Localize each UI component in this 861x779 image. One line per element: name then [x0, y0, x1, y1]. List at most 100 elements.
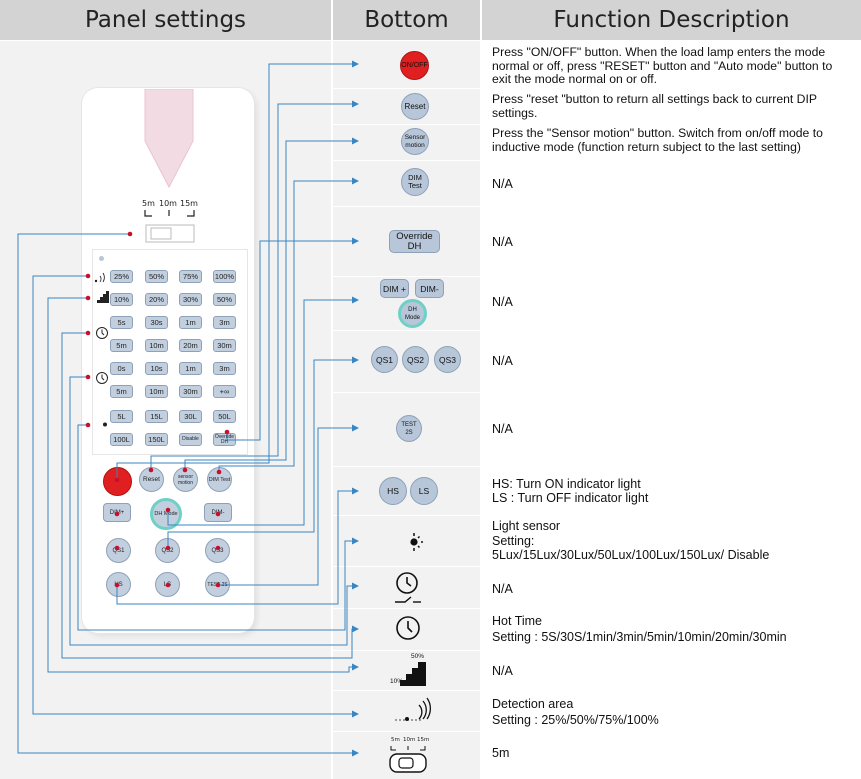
- dip-button-row4-1[interactable]: 10m: [145, 339, 168, 352]
- desc-hs: HS: Turn ON indicator light: [492, 477, 641, 491]
- dip-button-row8-3[interactable]: Override DH: [213, 433, 236, 446]
- reset-button[interactable]: Reset: [401, 93, 429, 120]
- dip-button-row6-0[interactable]: 5m: [110, 385, 133, 398]
- desc-detect-setting: Setting : 25%/50%/75%/100%: [492, 713, 659, 727]
- level-label-50: 50%: [411, 653, 425, 660]
- row-divider: [333, 330, 861, 331]
- desc-onoff: Press "ON/OFF" button. When the load lam…: [492, 45, 833, 86]
- button-label: TEST: [401, 421, 417, 428]
- remote-qs2-button[interactable]: QS2: [155, 538, 180, 563]
- button-label: Override: [396, 230, 433, 242]
- sensor-motion-button[interactable]: Sensor motion: [401, 128, 429, 155]
- override-dh-button[interactable]: Override DH: [389, 230, 440, 253]
- remote-label-15m: 15m: [180, 199, 198, 208]
- remote-qs3-button[interactable]: QS3: [205, 538, 230, 563]
- dip-button-row8-1[interactable]: 150L: [145, 433, 168, 446]
- dip-button-row1-1[interactable]: 50%: [145, 270, 168, 283]
- qs1-button[interactable]: QS1: [371, 346, 398, 373]
- hot-time-small-icon: [96, 372, 108, 384]
- dip-button-row5-1[interactable]: 10s: [145, 362, 168, 375]
- sensor-lens: [144, 89, 194, 189]
- dip-button-row1-3[interactable]: 100%: [213, 270, 236, 283]
- detection-area-small-icon: [94, 272, 105, 283]
- dip-button-row3-2[interactable]: 1m: [179, 316, 202, 329]
- remote-dim-minus-button[interactable]: DIM-: [204, 503, 232, 522]
- dim-minus-button[interactable]: DIM-: [415, 279, 444, 298]
- dip-button-row3-0[interactable]: 5s: [110, 316, 133, 329]
- dip-button-row8-2[interactable]: Disable: [179, 433, 202, 446]
- remote-reset-button[interactable]: Reset: [139, 467, 164, 492]
- dip-button-row7-0[interactable]: 5L: [110, 410, 133, 423]
- detection-area-icon: [395, 697, 431, 721]
- light-sensor-icon: [395, 532, 423, 552]
- dip-button-row6-1[interactable]: 10m: [145, 385, 168, 398]
- remote-dim-test-button[interactable]: DIM Test: [207, 467, 232, 492]
- button-label: 2S: [405, 429, 413, 436]
- hold-time-icon: [395, 572, 421, 603]
- remote-test-2s-button[interactable]: TEST 2S: [205, 572, 230, 597]
- remote-dh-mode-button[interactable]: DH Mode: [150, 498, 182, 530]
- dip-button-row5-0[interactable]: 0s: [110, 362, 133, 375]
- remote-sensor-motion-button[interactable]: sensor motion: [173, 467, 198, 492]
- qs2-button[interactable]: QS2: [402, 346, 429, 373]
- row-divider: [333, 650, 861, 651]
- column-divider: [331, 0, 333, 779]
- button-label: DIM: [408, 173, 422, 182]
- desc-override-dh: N/A: [492, 235, 513, 249]
- hs-button[interactable]: HS: [379, 477, 407, 505]
- ls-button[interactable]: LS: [410, 477, 438, 505]
- range-slide-switch[interactable]: [142, 208, 197, 246]
- dip-button-row7-1[interactable]: 15L: [145, 410, 168, 423]
- dip-button-row5-2[interactable]: 1m: [179, 362, 202, 375]
- onoff-button[interactable]: ON/OFF: [400, 51, 429, 80]
- qs3-button[interactable]: QS3: [434, 346, 461, 373]
- dip-button-row2-3[interactable]: 50%: [213, 293, 236, 306]
- dip-button-row1-0[interactable]: 25%: [110, 270, 133, 283]
- column-divider: [480, 0, 482, 779]
- desc-hold: N/A: [492, 582, 513, 596]
- remote-ls-button[interactable]: LS: [155, 572, 180, 597]
- dim-plus-button[interactable]: DIM +: [380, 279, 409, 298]
- dip-button-row7-3[interactable]: 50L: [213, 410, 236, 423]
- remote-dim-plus-button[interactable]: DIM+: [103, 503, 131, 522]
- desc-test: N/A: [492, 422, 513, 436]
- remote-qs1-button[interactable]: QS1: [106, 538, 131, 563]
- dip-button-row4-0[interactable]: 5m: [110, 339, 133, 352]
- dip-button-row4-2[interactable]: 20m: [179, 339, 202, 352]
- row-divider: [333, 276, 861, 277]
- test-2s-button[interactable]: TEST 2S: [396, 415, 422, 442]
- dip-button-row6-2[interactable]: 30m: [179, 385, 202, 398]
- remote-hs-button[interactable]: HS: [106, 572, 131, 597]
- button-label: Sensor: [404, 133, 426, 141]
- button-label: Test: [408, 181, 422, 190]
- dip-button-row7-2[interactable]: 30L: [179, 410, 202, 423]
- row-divider: [333, 608, 861, 609]
- remote-label-5m: 5m: [142, 199, 155, 208]
- desc-reset: Press "reset "button to return all setti…: [492, 92, 817, 120]
- row-divider: [333, 466, 861, 467]
- dip-button-row4-3[interactable]: 30m: [213, 339, 236, 352]
- row-divider: [333, 392, 861, 393]
- dip-button-row1-2[interactable]: 75%: [179, 270, 202, 283]
- dip-button-row8-0[interactable]: 100L: [110, 433, 133, 446]
- dip-button-row6-3[interactable]: +∞: [213, 385, 236, 398]
- desc-sensor-motion: Press the "Sensor motion" button. Switch…: [492, 126, 823, 154]
- dip-button-row5-3[interactable]: 3m: [213, 362, 236, 375]
- range-switch-icon: [389, 746, 427, 773]
- dip-button-row2-2[interactable]: 30%: [179, 293, 202, 306]
- dh-mode-button[interactable]: DH Mode: [398, 299, 427, 328]
- row-divider: [333, 206, 861, 207]
- desc-light-title: Light sensor: [492, 519, 561, 533]
- dip-button-row2-1[interactable]: 20%: [145, 293, 168, 306]
- dip-button-row3-3[interactable]: 3m: [213, 316, 236, 329]
- header-bottom: Bottom: [333, 0, 480, 40]
- button-label: motion: [405, 141, 425, 149]
- dip-button-row2-0[interactable]: 10%: [110, 293, 133, 306]
- desc-standby: N/A: [492, 664, 513, 678]
- standby-level-small-icon: [97, 291, 109, 303]
- header-panel-settings: Panel settings: [0, 0, 331, 40]
- remote-label-10m: 10m: [159, 199, 177, 208]
- remote-onoff-button[interactable]: [103, 467, 132, 496]
- dip-button-row3-1[interactable]: 30s: [145, 316, 168, 329]
- dim-test-button[interactable]: DIM Test: [401, 168, 429, 196]
